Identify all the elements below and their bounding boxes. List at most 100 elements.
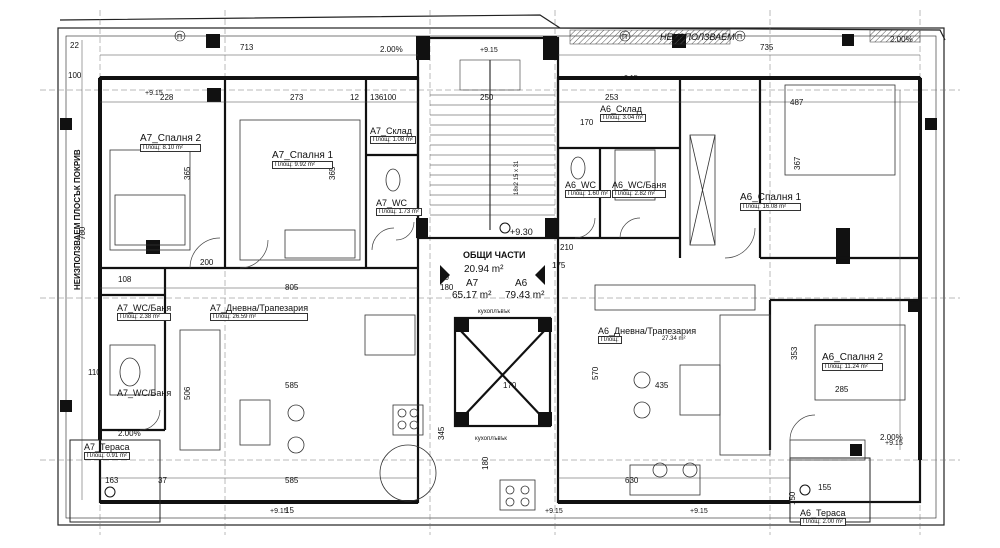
room-area: Площ: 2.38 m² (117, 313, 172, 321)
dim-a6-store-w: 253 (605, 93, 619, 102)
core-columns (60, 34, 937, 456)
room-a6-bed2: A6_Спалня 2 Площ: 11.24 m² (822, 352, 884, 371)
dim-top-right: 735 (760, 43, 774, 52)
room-area-value: 27.34 m² (661, 336, 686, 342)
room-a7-store: A7_Склад Площ: 1.08 m² (370, 126, 416, 144)
dim-a7-living-w3: 585 (285, 476, 299, 485)
common-a7-area: 65.17 m² (452, 290, 492, 301)
dim-wall110: 110 (88, 368, 101, 377)
common-a6-area: 79.43 m² (505, 290, 545, 301)
terraces (69, 439, 871, 523)
dim-wall175: 175 (552, 261, 566, 270)
a6-walls (556, 76, 922, 504)
dim-a7-living-w: 805 (285, 283, 299, 292)
room-a6-wc: A6_WC Площ: 1.60 m² (565, 180, 611, 198)
room-a6-store: A6_Склад Площ: 3.04 m² (600, 104, 646, 122)
room-area: Площ: 2.82 m² (612, 190, 667, 198)
staircase (430, 59, 555, 230)
room-area: Площ: 16.08 m² (740, 203, 802, 211)
room-area: Площ: 1.60 m² (565, 190, 611, 198)
dim-wall60: 60 (440, 273, 449, 282)
marker-p-1: П (622, 34, 627, 41)
room-name: A6_Тераса (800, 508, 846, 518)
dimension-lines (81, 40, 920, 500)
dim-wall210: 210 (560, 243, 574, 252)
room-area: Площ: 1.08 m² (370, 136, 416, 144)
room-name: A6_Спалня 1 (740, 192, 802, 203)
spot-level-a7-top: +9.15 (145, 90, 163, 97)
dim-wall136: 136 (370, 93, 384, 102)
slope-left: 2.00% (118, 429, 141, 438)
dim-top-left: 713 (240, 43, 254, 52)
furniture-living (179, 284, 771, 511)
room-area: Площ: 2.00 m² (800, 518, 846, 526)
dim-a6-bottom: 630 (625, 476, 639, 485)
common-area: 20.94 m² (464, 264, 504, 275)
spot-level-a6-top: +9.15 (620, 75, 638, 82)
room-name: A6_Склад (600, 104, 643, 114)
common-title: ОБЩИ ЧАСТИ (463, 250, 525, 260)
dim-wall200: 200 (200, 258, 214, 267)
dim-a6-bed1-w: 487 (790, 98, 804, 107)
dim-a6-terr: 155 (818, 483, 832, 492)
dim-a7-bed2-h: 365 (183, 166, 192, 180)
room-name: A7_Склад (370, 126, 413, 136)
room-name: A7_Спалня 2 (140, 133, 202, 144)
dim-wall170: 170 (580, 118, 594, 127)
room-a7-wcbath: A7_WC/Баня Площ: 2.38 m² (117, 303, 172, 321)
room-a7-wc: A7_WC Площ: 1.73 m² (376, 198, 422, 216)
room-name: A6_WC/Баня (612, 180, 667, 190)
room-name: A7_Спалня 1 (272, 150, 334, 161)
room-area: Площ: 26.59 m² (210, 313, 309, 321)
room-a7-terrace: A7_Тераса Площ: 0.91 m² (84, 442, 130, 460)
roof-note-top: НЕИЗПОЛЗВАЕМ (660, 32, 735, 42)
spot-level-a6-side: +9.15 (885, 440, 903, 447)
common-a6: A6 (515, 278, 528, 289)
room-a7-bed2: A7_Спалня 2 Площ: 8.10 m² (140, 133, 202, 152)
dim-stair-w: 180 (481, 456, 490, 470)
core-walls (416, 36, 560, 428)
spot-level-bottom-a6: +9.15 (690, 508, 708, 515)
room-a7-bed1: A7_Спалня 1 Площ: 9.92 m² (272, 150, 334, 169)
room-name: A7_Тераса (84, 442, 130, 452)
room-a6-bed1: A6_Спалня 1 Площ: 16.08 m² (740, 192, 802, 211)
dim-wall108: 108 (118, 275, 132, 284)
furniture-beds (109, 84, 906, 461)
room-a7-living: A7_Дневна/Трапезария Площ: 26.59 m² (210, 303, 309, 321)
room-area: Площ: 11.24 m² (822, 363, 884, 371)
room-a7-wcbath-2: A7_WC/Баня (117, 388, 171, 398)
dim-core-w: 250 (480, 93, 494, 102)
dim-wall180: 180 (440, 283, 454, 292)
marker-p-2: П (737, 34, 742, 41)
common-level: +9.30 (510, 227, 533, 237)
dim-a7-terr: 163 (105, 476, 119, 485)
dim-a7-top-room: 228 (160, 93, 174, 102)
slope-right: 2.00% (880, 433, 903, 442)
dim-wall12-a: 12 (350, 93, 359, 102)
room-a6-living: A6_Дневна/Трапезария Площ: 27.34 m² (598, 326, 696, 344)
common-a7: A7 (466, 278, 479, 289)
dim-a6-living-h: 570 (591, 366, 600, 380)
roof-hatch (569, 29, 731, 45)
dim-wall37: 37 (158, 476, 167, 485)
room-area: Площ: 8.10 m² (140, 144, 202, 152)
dim-wall22: 22 (70, 41, 79, 50)
dim-elevator-w: 170 (503, 381, 517, 390)
room-area: Площ: 0.91 m² (84, 452, 130, 460)
spot-level-bottom-a7: +9.15 (270, 508, 288, 515)
dim-a7-store-w: 100 (383, 93, 397, 102)
room-name: A7_WC (376, 198, 408, 208)
room-name: A7_WC/Баня (117, 303, 172, 313)
room-name: A6_Спалня 2 (822, 352, 884, 363)
room-name: A6_Дневна/Трапезария (598, 326, 697, 336)
slope-top-left: 2.00% (380, 45, 403, 54)
room-area: Площ: (598, 336, 622, 344)
room-area: Площ: 1.73 m² (376, 208, 422, 216)
dim-wall15: 15 (285, 506, 294, 515)
shaft-label: кухоплъвък (478, 309, 510, 315)
dim-a7-bed1-h: 365 (328, 166, 337, 180)
stairs-label: 18x2 15 x 31 (514, 160, 520, 195)
doors (139, 217, 816, 441)
roof-hatch-2 (869, 29, 921, 43)
